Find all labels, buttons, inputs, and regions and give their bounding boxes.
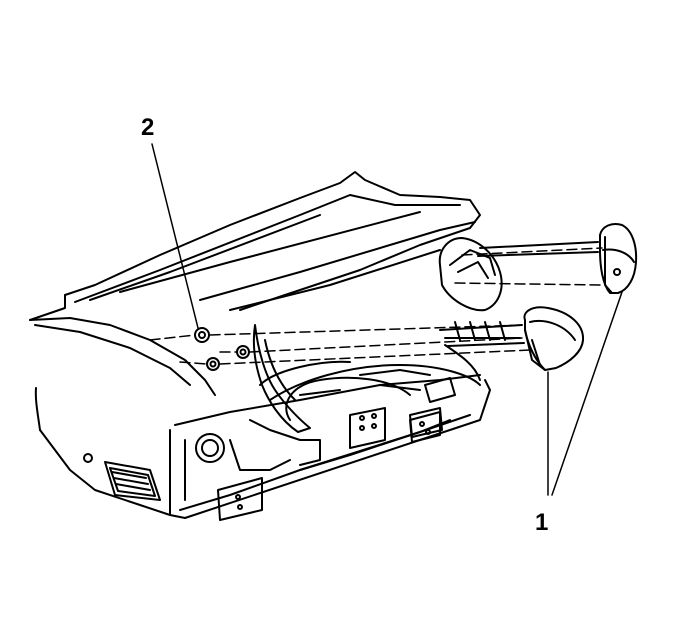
- mounting-brackets: [217, 411, 441, 521]
- left-lamp-opening: [252, 324, 311, 433]
- callout-1: 1: [535, 509, 549, 536]
- leader-2: [151, 143, 199, 329]
- alignment-lines: [149, 247, 603, 365]
- leader-lines: [151, 143, 623, 496]
- left-rear-opening: [104, 461, 161, 501]
- tail-lamp-upper: [477, 223, 638, 294]
- leader-1b: [551, 291, 623, 496]
- callout-2: 2: [141, 114, 155, 141]
- trunk-lid: [29, 171, 481, 321]
- right-lamp-opening: [438, 237, 503, 381]
- rear-panel: [169, 374, 491, 519]
- tail-lamp-lower: [439, 306, 585, 371]
